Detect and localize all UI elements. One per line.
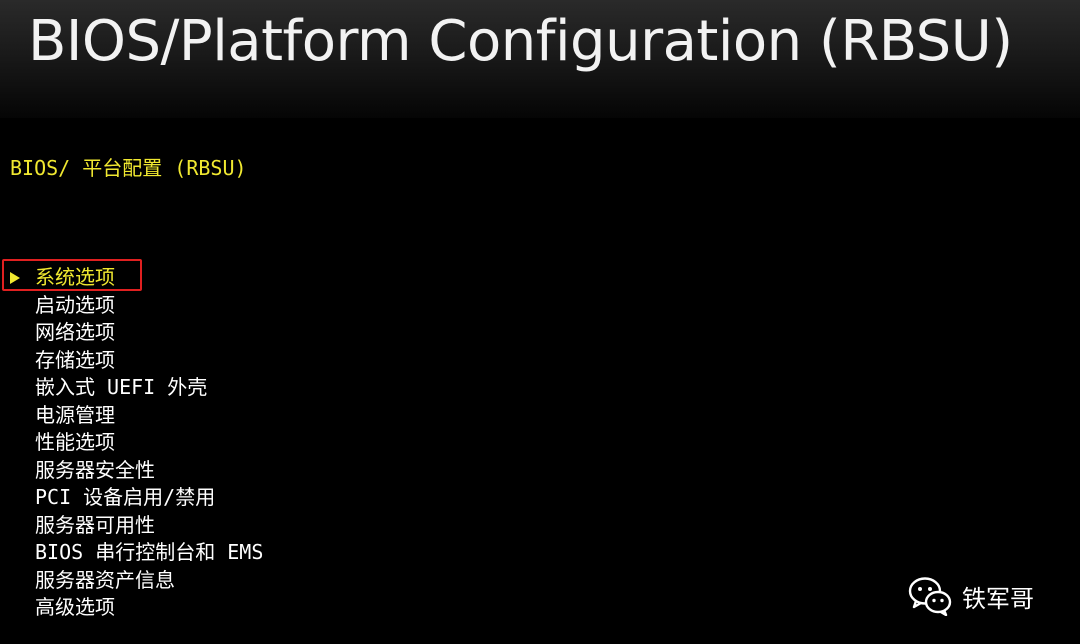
- title-banner: BIOS/Platform Configuration (RBSU): [0, 0, 1080, 118]
- menu-item-bios-serial-console-ems[interactable]: BIOS 串行控制台和 EMS: [0, 539, 263, 567]
- watermark: 铁军哥: [908, 574, 1034, 618]
- menu-item-label: 存储选项: [35, 347, 115, 372]
- menu-item-performance-options[interactable]: 性能选项: [0, 429, 263, 457]
- menu-item-label: 服务器安全性: [35, 457, 155, 482]
- menu-item-label: 性能选项: [35, 430, 115, 454]
- menu-item-server-asset-information[interactable]: 服务器资产信息: [0, 567, 263, 595]
- menu-item-label: 网络选项: [35, 320, 115, 344]
- menu-item-server-security[interactable]: 服务器安全性: [0, 457, 263, 485]
- banner-title: BIOS/Platform Configuration (RBSU): [28, 9, 1013, 74]
- menu-item-label: 高级选项: [35, 595, 115, 619]
- menu-item-server-availability[interactable]: 服务器可用性: [0, 512, 263, 540]
- menu-item-storage-options[interactable]: 存储选项: [0, 347, 263, 375]
- menu-item-label: 服务器可用性: [35, 512, 155, 537]
- selection-pointer-icon: [10, 272, 20, 284]
- page-title: BIOS/ 平台配置 (RBSU): [10, 156, 247, 180]
- rbsu-menu: 系统选项 启动选项 网络选项 存储选项 嵌入式 UEFI 外壳 电源管理 性能选…: [0, 264, 263, 622]
- menu-item-label: 服务器资产信息: [35, 567, 175, 592]
- menu-item-system-options[interactable]: 系统选项: [0, 264, 263, 292]
- menu-item-label: PCI 设备启用/禁用: [35, 485, 216, 509]
- menu-item-label: BIOS 串行控制台和 EMS: [35, 540, 264, 564]
- menu-item-label: 系统选项: [35, 265, 115, 289]
- menu-item-advanced-options[interactable]: 高级选项: [0, 594, 263, 622]
- selection-highlight-box: [2, 259, 142, 291]
- menu-item-power-management[interactable]: 电源管理: [0, 402, 263, 430]
- watermark-text: 铁军哥: [962, 584, 1034, 613]
- menu-item-embedded-uefi-shell[interactable]: 嵌入式 UEFI 外壳: [0, 374, 263, 402]
- wechat-icon: [908, 577, 952, 616]
- menu-item-label: 电源管理: [35, 402, 115, 427]
- menu-item-label: 嵌入式 UEFI 外壳: [35, 375, 208, 399]
- menu-item-label: 启动选项: [35, 292, 115, 317]
- menu-item-boot-options[interactable]: 启动选项: [0, 292, 263, 320]
- menu-item-pci-device-enable-disable[interactable]: PCI 设备启用/禁用: [0, 484, 263, 512]
- menu-item-network-options[interactable]: 网络选项: [0, 319, 263, 347]
